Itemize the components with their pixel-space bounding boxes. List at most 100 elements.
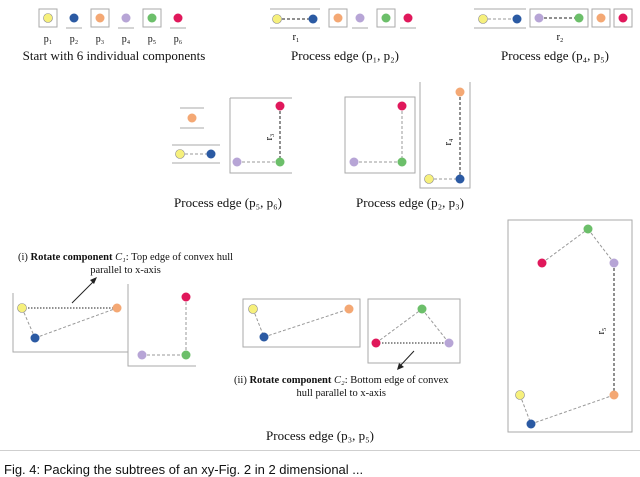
node-p1: [43, 13, 53, 23]
node-p2: [455, 174, 465, 184]
node-p5: [147, 13, 157, 23]
component-box: [38, 8, 58, 28]
component-box: [367, 298, 461, 364]
node-p2: [259, 332, 269, 342]
node-p3: [333, 13, 343, 23]
node-p6: [397, 101, 407, 111]
edge: [519, 394, 532, 425]
panel-edge-p4-p5: r₂: [474, 8, 633, 43]
node-p3: [609, 390, 619, 400]
annotation-rotate-c1: (i) Rotate component C₁: Top edge of con…: [18, 251, 233, 277]
individual-components: [38, 8, 186, 29]
node-p5: [417, 304, 427, 314]
panel-rotate-c1: [12, 277, 196, 367]
node-p1: [17, 303, 27, 313]
label-p4: p₄: [122, 34, 131, 45]
edge: [252, 308, 265, 338]
node-p3: [95, 13, 105, 23]
caption-edge-p4-p5: Process edge (p₄, p₅): [501, 48, 609, 63]
node-p2: [512, 14, 522, 24]
edge-mark-r2: r₂: [557, 32, 564, 43]
panel-edge-p2-p3: r₄: [344, 82, 471, 189]
label-p5: p₅: [148, 34, 157, 45]
annot1-prefix: (i): [18, 252, 28, 263]
node-p5: [397, 157, 407, 167]
caption-edge-p3-p5: Process edge (p₃, p₅): [266, 428, 374, 443]
label-p1: p₁: [44, 34, 53, 45]
component-box: [376, 8, 396, 28]
node-p6: [173, 13, 183, 23]
node-p4: [349, 157, 359, 167]
component-box: [613, 8, 633, 28]
edge: [421, 308, 450, 344]
node-labels: p₁ p₂ p₃ p₄ p₅ p₆: [44, 34, 183, 45]
node-p4: [355, 13, 365, 23]
node-p3: [112, 303, 122, 313]
node-p2: [308, 14, 318, 24]
caption-start: Start with 6 individual components: [22, 48, 206, 63]
node-p3: [344, 304, 354, 314]
annot1-rest: : Top edge of convex hull: [125, 252, 234, 263]
edge: [263, 308, 350, 338]
edge: [375, 308, 423, 344]
node-p5: [583, 224, 593, 234]
caption-edge-p2-p3: Process edge (p₂, p₃): [356, 195, 464, 210]
annot2-bold: Rotate component: [249, 375, 332, 386]
edge-mark-r3: r₃: [264, 134, 275, 141]
component-box: [591, 8, 611, 28]
label-p6: p₆: [174, 34, 183, 45]
annotation-rotate-c2: (ii) Rotate component C₂: Bottom edge of…: [234, 374, 449, 400]
component-frame: [12, 293, 129, 353]
caption-edge-p1-p2: Process edge (p₁, p₂): [291, 48, 399, 63]
node-p2: [206, 149, 216, 159]
component-box: [344, 96, 416, 174]
node-p5: [275, 157, 285, 167]
annotation-arrow: [399, 350, 415, 367]
node-p3: [455, 87, 465, 97]
panel-edge-p5-p6: r₃: [172, 97, 292, 174]
node-p2: [526, 419, 536, 429]
node-p4: [534, 13, 544, 23]
annot2-comp: C₂: [334, 375, 345, 386]
node-p4: [444, 338, 454, 348]
node-p1: [424, 174, 434, 184]
annot2-rest: : Bottom edge of convex: [344, 375, 449, 386]
node-p2: [30, 333, 40, 343]
annotation-rotate-c1-line2: parallel to x-axis: [90, 265, 161, 277]
panel-edge-p1-p2: r₁: [270, 8, 416, 43]
annotation-rotate-c2-line2: hull parallel to x-axis: [296, 388, 387, 400]
node-p1: [248, 304, 258, 314]
figure-divider: [0, 450, 640, 451]
node-p3: [596, 13, 606, 23]
edge: [34, 307, 118, 339]
node-p1: [175, 149, 185, 159]
annot1-comp: C₁: [115, 252, 126, 263]
arrowhead: [90, 277, 97, 284]
label-p3: p₃: [96, 34, 105, 45]
edge-mark-r4: r₄: [443, 138, 454, 145]
annotation-rotate-c1-line1: (i) Rotate component C₁: Top edge of con…: [18, 251, 233, 264]
annot1-bold: Rotate component: [30, 252, 113, 263]
figure-caption: Fig. 4: Packing the subtrees of an xy-Fi…: [4, 462, 364, 477]
node-p4: [609, 258, 619, 268]
node-p6: [618, 13, 628, 23]
node-p5: [181, 350, 191, 360]
edge-mark-r1: r₁: [293, 32, 300, 43]
node-p6: [181, 292, 191, 302]
component-box: [142, 8, 162, 28]
component-box: [242, 298, 361, 348]
node-p4: [232, 157, 242, 167]
component-frame: [229, 98, 292, 174]
node-p6: [371, 338, 381, 348]
component-frame: [419, 82, 471, 189]
node-p5: [574, 13, 584, 23]
node-p2: [69, 13, 79, 23]
edge: [587, 228, 615, 264]
component-box: [529, 8, 589, 28]
annotation-rotate-c2-line1: (ii) Rotate component C₂: Bottom edge of…: [234, 374, 449, 387]
component-box: [507, 219, 633, 433]
edge-mark-r5: r₅: [596, 328, 607, 335]
node-p6: [403, 13, 413, 23]
annot2-prefix: (ii): [234, 375, 247, 386]
node-p4: [137, 350, 147, 360]
